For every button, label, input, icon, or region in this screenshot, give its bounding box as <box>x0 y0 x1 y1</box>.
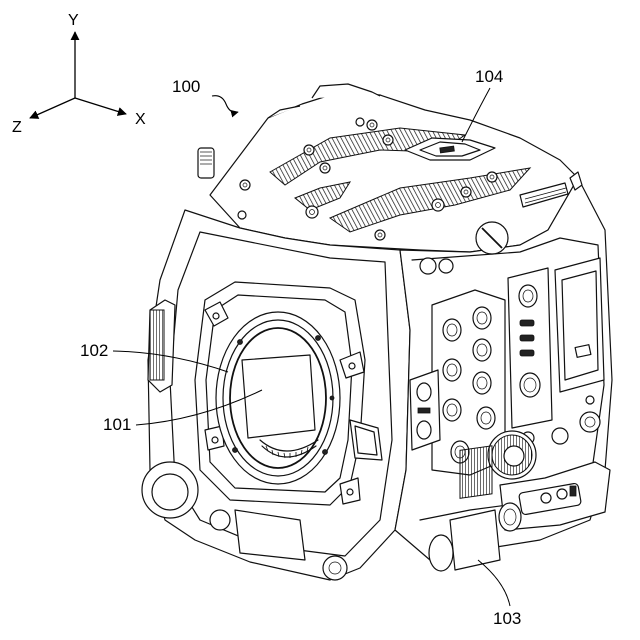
leader-103 <box>478 560 510 606</box>
label-100: 100 <box>172 77 200 96</box>
x-axis-arrow <box>75 98 126 114</box>
z-axis-label: Z <box>12 119 22 136</box>
side-button-medium <box>552 428 568 444</box>
top-left-knob <box>198 148 214 178</box>
label-104: 104 <box>475 67 503 86</box>
label-102: 102 <box>80 341 108 360</box>
z-axis-arrow <box>30 98 75 118</box>
label-101: 101 <box>103 415 131 434</box>
top-handle-rear <box>312 84 380 98</box>
label-103: 103 <box>493 609 521 628</box>
side-button-large <box>580 412 600 432</box>
x-axis-label: X <box>135 111 146 128</box>
camera-body <box>142 84 612 580</box>
y-axis-label: Y <box>68 12 79 29</box>
grip-roller <box>450 510 500 570</box>
side-small-button <box>420 258 436 274</box>
coordinate-axes: Y X Z <box>12 12 146 136</box>
bottom-front-rod-socket <box>323 556 347 580</box>
image-sensor <box>242 355 315 438</box>
leader-100 <box>212 96 238 113</box>
